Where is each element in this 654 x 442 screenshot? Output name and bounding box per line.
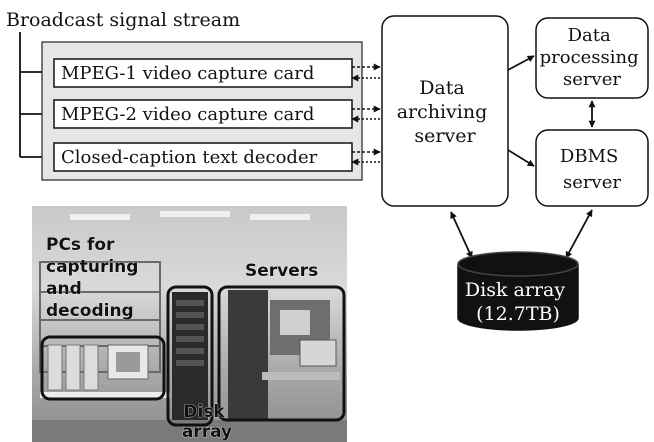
processing-label-1: Data [568,25,611,46]
pcs-label-4: decoding [46,301,134,321]
dbms-label-1: DBMS [560,146,618,167]
mpeg2-capture-card: MPEG-2 video capture card [53,99,353,129]
archiving-label-2: archiving [397,101,488,123]
data-archiving-server: Data archiving server [381,15,509,207]
archiving-label-1: Data [419,77,465,99]
svg-text:Data archiving ser: Data archiving server [397,77,494,147]
disk-array-cylinder: Disk array (12.7TB) [457,251,579,331]
caption-decoder: Closed-caption text decoder [53,142,353,172]
data-processing-server: Data processing server [535,17,649,99]
svg-text:Data processing se: Data processing server [540,25,645,90]
disk-label-1: Disk [183,402,225,422]
disk-label-2: array [182,422,232,442]
broadcast-signal-label: Broadcast signal stream [6,9,240,31]
pcs-label-1: PCs for [46,235,115,255]
photo-highlight-boxes [40,285,346,427]
svg-text:Disk array (12.7TB): Disk array (12.7TB) [465,279,571,325]
caption-decoder-label: Closed-caption text decoder [61,147,318,168]
svg-text:DBMS server: DBMS server [560,146,624,193]
mpeg2-capture-label: MPEG-2 video capture card [61,104,314,125]
lab-photo: PCs for capturing and decoding Servers D… [32,206,347,442]
pcs-label-3: and [46,279,82,299]
disk-array-label: Disk array [465,279,565,301]
archiving-label-3: server [414,125,476,147]
processing-label-2: processing [540,47,639,68]
disk-array-capacity: (12.7TB) [476,303,560,325]
mpeg1-capture-card: MPEG-1 video capture card [53,58,353,88]
dbms-server: DBMS server [535,129,649,207]
servers-label: Servers [245,261,318,281]
mpeg1-capture-label: MPEG-1 video capture card [61,63,314,84]
server-arrows [450,55,596,259]
processing-label-3: server [563,69,621,90]
svg-text:PCs for capturing: PCs for capturing and decoding [46,235,144,321]
dbms-label-2: server [563,172,621,193]
capture-archiving-arrows [351,63,381,166]
pcs-label-2: capturing [46,257,138,277]
svg-text:Disk array: Disk array [182,402,232,442]
